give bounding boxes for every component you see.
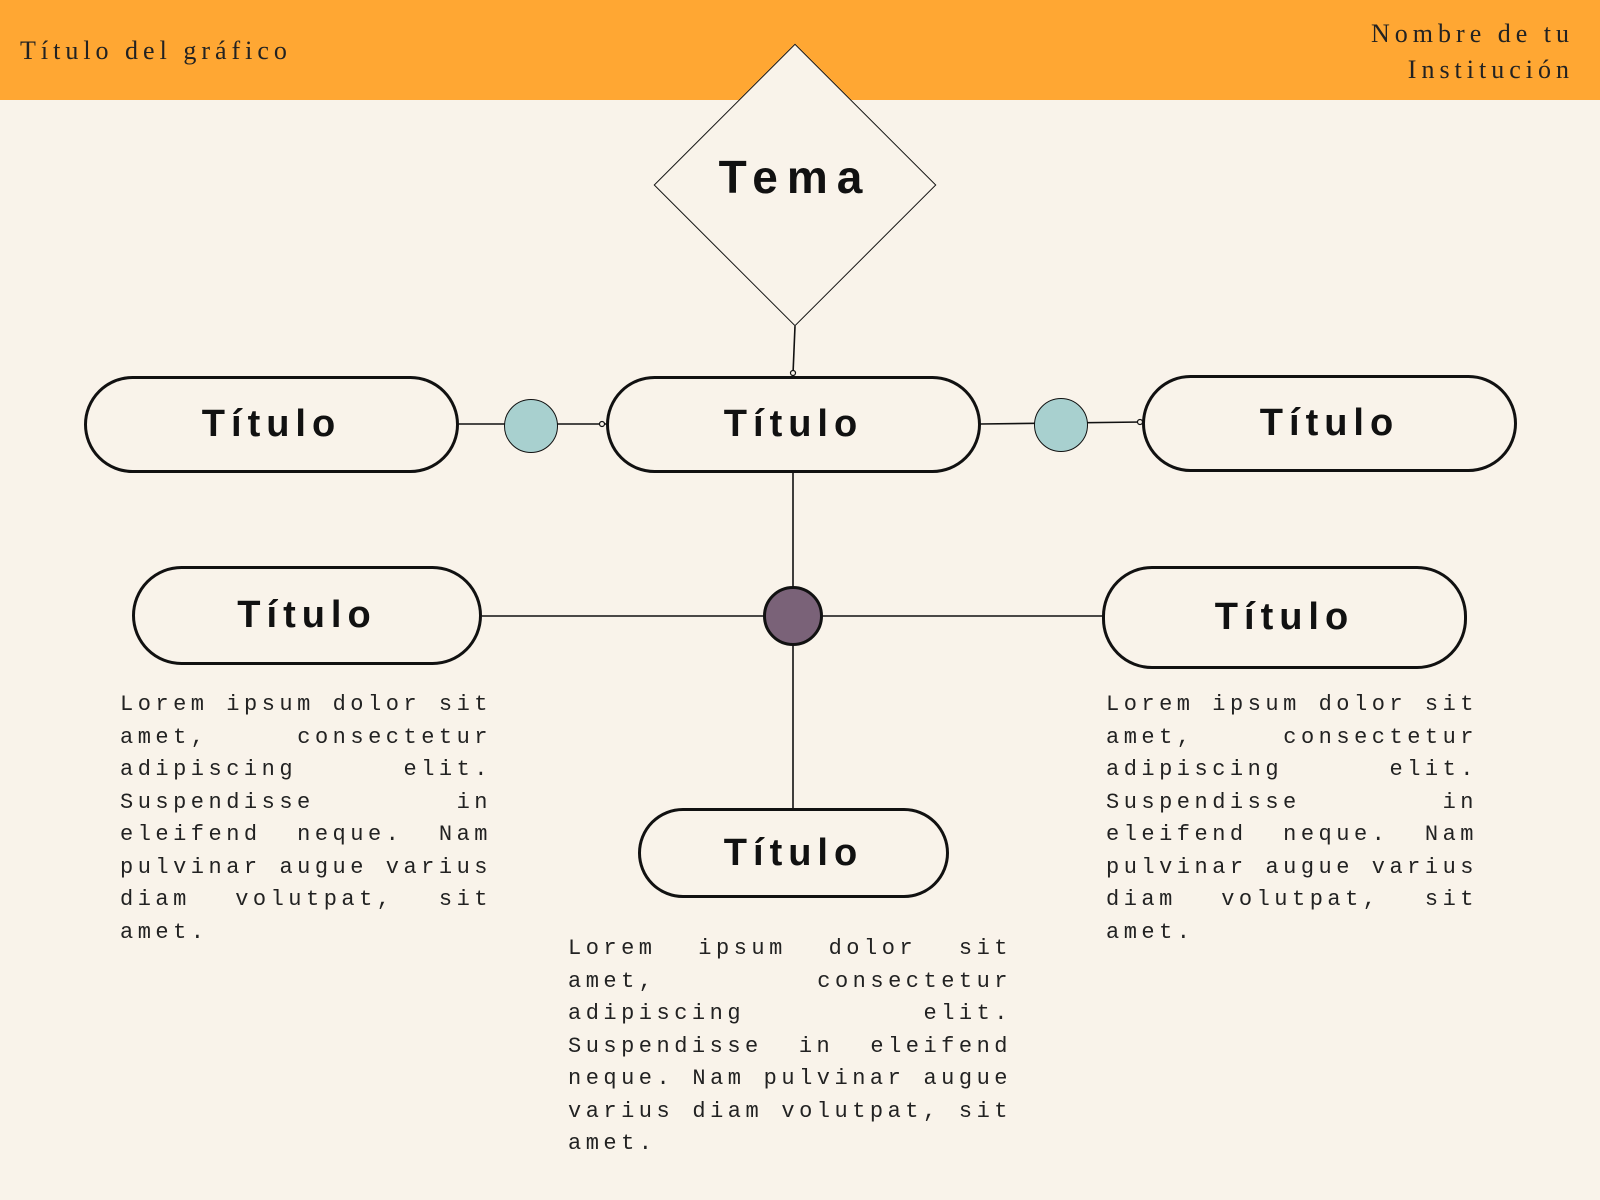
branch-left-text: Lorem ipsum dolor sit amet, consectetur … bbox=[120, 692, 492, 945]
institution-name: Nombre de tu Institución bbox=[1371, 19, 1574, 84]
title-node-branch-bottom: Título bbox=[638, 808, 949, 898]
joint-diamond bbox=[789, 369, 797, 377]
chart-title: Título del gráfico bbox=[20, 36, 292, 65]
connector-dot-left bbox=[504, 399, 558, 453]
title-node-top-center: Título bbox=[606, 376, 981, 473]
joint-left bbox=[598, 420, 606, 428]
title-node-top-right: Título bbox=[1142, 375, 1517, 472]
diamond-connector bbox=[792, 325, 796, 375]
hub-dot bbox=[763, 586, 823, 646]
topic-label: Tema bbox=[718, 151, 872, 203]
title-node-top-left: Título bbox=[84, 376, 459, 473]
branch-bottom-text: Lorem ipsum dolor sit amet, consectetur … bbox=[568, 936, 1012, 1156]
title-node-branch-left: Título bbox=[132, 566, 482, 665]
title-node-branch-right: Título bbox=[1102, 566, 1467, 669]
connector-dot-right bbox=[1034, 398, 1088, 452]
branch-right-text: Lorem ipsum dolor sit amet, consectetur … bbox=[1106, 692, 1478, 945]
